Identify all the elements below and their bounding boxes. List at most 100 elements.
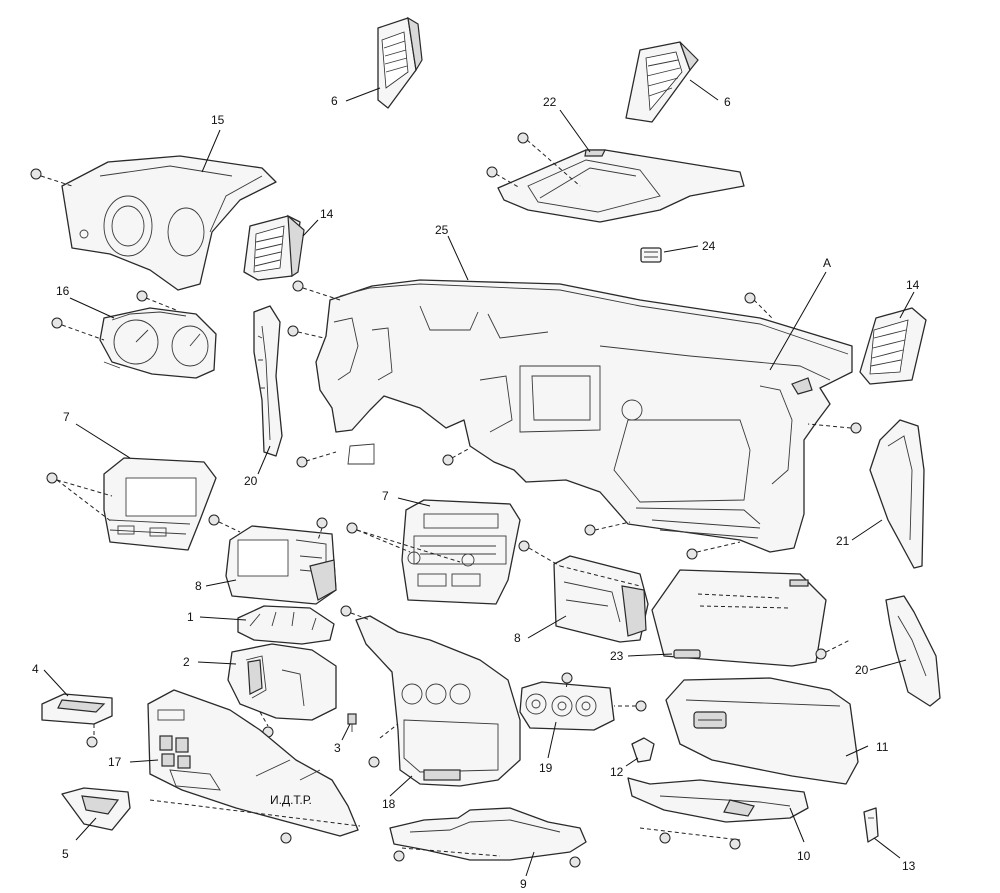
dash-frame-8: [696, 541, 741, 553]
steering-column-lower-cover-part: [227, 643, 337, 721]
callout-24: 24: [702, 239, 716, 253]
bolt-8a1: [208, 514, 220, 526]
dash-frame-3: [305, 451, 337, 462]
side-vent-right-part: [625, 41, 699, 123]
glove-box-upper-part: [651, 569, 827, 667]
audio-bracket-right-part: [553, 555, 649, 643]
leader-14a: [302, 219, 319, 237]
leader-11: [845, 745, 869, 757]
leader-19: [547, 721, 557, 759]
small-switch-part-24: [640, 247, 662, 263]
lower-lid-part: [61, 787, 131, 831]
dash-16b: [61, 324, 105, 341]
bolt-9a: [393, 850, 405, 862]
dash-18a: [350, 612, 371, 621]
callout-15: 15: [211, 113, 225, 127]
switch-part-12: [631, 737, 655, 763]
leader-13: [873, 837, 901, 859]
side-panel-left-part: [253, 305, 283, 457]
dash-22b: [526, 139, 581, 187]
leader-20a: [257, 445, 271, 475]
leader-8a: [205, 579, 237, 587]
clip-part-3: [347, 713, 357, 732]
bolt-frame-4: [442, 454, 454, 466]
dash-19a: [565, 682, 568, 691]
callout-25: 25: [435, 223, 449, 237]
leader-12: [625, 757, 639, 767]
leader-2: [197, 661, 237, 665]
glove-box-lower-cover-part: [627, 777, 809, 823]
callout-14a: 14: [320, 207, 334, 221]
bolt-18a: [340, 605, 352, 617]
meter-hood-part: [61, 155, 277, 291]
top-cover-panel-part: [497, 149, 745, 223]
leader-6b: [689, 79, 719, 101]
dash-8a1: [218, 521, 241, 533]
leader-24: [663, 245, 699, 253]
callout-14b: 14: [906, 278, 920, 292]
callout-6b: 6: [724, 95, 731, 109]
combination-meter-part: [99, 307, 217, 379]
callout-20b: 20: [855, 663, 869, 677]
side-panel-right-part: [885, 595, 941, 707]
callout-19: 19: [539, 761, 553, 775]
callout-11: 11: [876, 740, 889, 754]
bolt-frame-7: [584, 524, 596, 536]
leader-5: [75, 817, 97, 841]
callout-21: 21: [836, 534, 850, 548]
bolt-10b: [729, 838, 741, 850]
leader-7b: [397, 497, 431, 507]
callout-2: 2: [183, 655, 190, 669]
bolt-19b: [635, 700, 647, 712]
leader-6a: [345, 87, 381, 102]
callout-18: 18: [382, 797, 396, 811]
callout-6a: 6: [331, 94, 338, 108]
bolt-8b: [518, 540, 530, 552]
dash-frame-4: [451, 447, 471, 459]
dash-15: [40, 175, 73, 187]
dash-18b: [379, 723, 399, 739]
callout-A: A: [823, 256, 831, 270]
bolt-15: [30, 168, 42, 180]
dash-frame-2: [297, 331, 325, 339]
dash-7a: [56, 479, 113, 497]
leader-20b: [869, 659, 907, 671]
leader-16: [69, 297, 115, 319]
dash-8b: [528, 547, 561, 567]
center-vent-left-part: [243, 214, 305, 281]
center-bezel-left-part: [103, 457, 217, 551]
leader-18: [389, 775, 413, 797]
dash-2: [259, 711, 269, 727]
climate-control-panel-part: [519, 681, 615, 731]
callout-7b: 7: [382, 489, 389, 503]
callout-22: 22: [543, 95, 557, 109]
dash-17: [149, 799, 361, 827]
bolt-16b: [51, 317, 63, 329]
leader-14b: [899, 291, 915, 319]
bolt-7b: [346, 522, 358, 534]
callout-8a: 8: [195, 579, 202, 593]
leader-21: [851, 519, 883, 541]
bolt-frame-2: [287, 325, 299, 337]
bolt-9b: [569, 856, 581, 868]
bolt-16a: [136, 290, 148, 302]
callout-17: 17: [108, 755, 122, 769]
callout-3: 3: [334, 741, 341, 755]
leader-3: [341, 723, 351, 741]
lower-panel-driver-part: [147, 689, 359, 837]
dash-frame-7: [594, 521, 631, 531]
callout-13: 13: [902, 859, 916, 873]
dash-7b: [356, 529, 411, 553]
dash-23: [825, 639, 851, 653]
leader-7a: [75, 423, 131, 459]
dash-frame-6: [807, 423, 852, 429]
bolt-frame-8: [686, 548, 698, 560]
bolt-frame-1: [292, 280, 304, 292]
callout-8b: 8: [514, 631, 521, 645]
callout-20a: 20: [244, 474, 258, 488]
side-vent-left-part: [377, 16, 423, 109]
side-cover-right-part: [869, 419, 925, 569]
callout-23: 23: [610, 649, 624, 663]
bolt-17: [280, 832, 292, 844]
